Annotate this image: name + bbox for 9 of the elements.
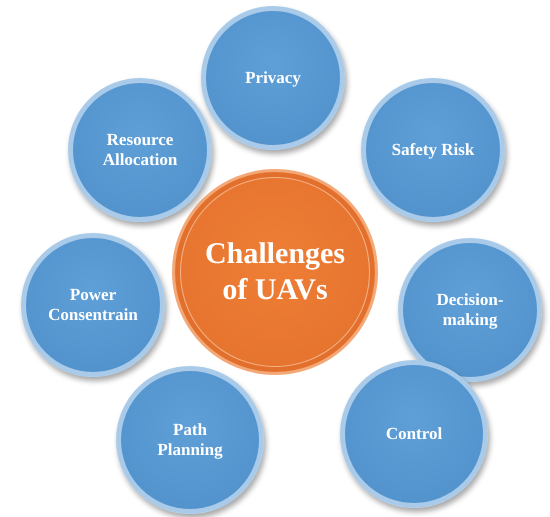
challenge-label: Control	[386, 424, 442, 444]
challenge-label: Decision-making	[435, 290, 505, 330]
challenge-label: Resource Allocation	[102, 130, 178, 170]
challenge-circle	[116, 366, 264, 514]
challenge-label: Safety Risk	[392, 140, 474, 160]
challenge-label: Power Consentrain	[47, 284, 139, 326]
challenge-label: Path Planning	[156, 420, 224, 460]
challenge-label: Privacy	[245, 68, 301, 88]
center-title: Challenges of UAVs	[204, 236, 346, 308]
